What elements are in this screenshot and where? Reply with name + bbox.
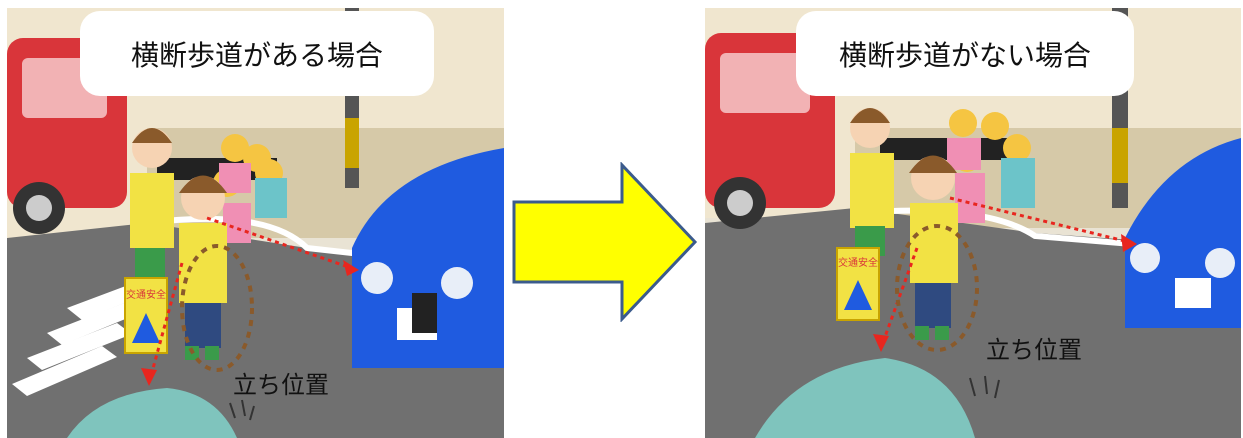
children-group bbox=[947, 109, 1035, 223]
sign-text: 交通安全 bbox=[838, 256, 878, 269]
arrowhead-right bbox=[1121, 234, 1137, 252]
teal-car bbox=[67, 388, 237, 438]
arrowhead-right bbox=[343, 260, 359, 276]
guardian-front bbox=[179, 175, 227, 360]
guardian-front bbox=[909, 155, 958, 340]
stand-position-circle bbox=[895, 224, 979, 352]
scene-without-crosswalk: 交通安全 bbox=[705, 8, 1241, 438]
stand-position-label: 立ち位置 bbox=[233, 371, 329, 399]
arrowhead-down bbox=[873, 334, 889, 352]
illustration-without-crosswalk: 交通安全 横断歩道がない場合 立ち位置 bbox=[705, 8, 1241, 438]
panel-title-without-crosswalk: 横断歩道がない場合 bbox=[796, 11, 1134, 96]
stand-position-label: 立ち位置 bbox=[986, 336, 1082, 364]
traffic-safety-sign: 交通安全 bbox=[836, 247, 880, 321]
blue-car bbox=[352, 148, 504, 368]
sight-lines bbox=[879, 196, 1134, 349]
barrier bbox=[880, 138, 1010, 160]
arrowhead-down bbox=[141, 368, 157, 386]
illustration-with-crosswalk: 交通安全 横断歩道がある場合 立ち位置 bbox=[7, 8, 504, 438]
stand-position-circle bbox=[180, 244, 254, 372]
emphasis-marks bbox=[969, 375, 1000, 399]
sight-lines bbox=[147, 216, 358, 384]
blue-car bbox=[1125, 138, 1241, 328]
panel-title-with-crosswalk: 横断歩道がある場合 bbox=[80, 11, 434, 96]
guardian-back bbox=[130, 128, 174, 288]
right-arrow-icon bbox=[512, 162, 698, 322]
emphasis-marks bbox=[229, 399, 255, 421]
curb bbox=[146, 215, 504, 273]
sign-text: 交通安全 bbox=[126, 288, 166, 301]
teal-car bbox=[755, 358, 975, 438]
crosswalk bbox=[12, 278, 162, 396]
